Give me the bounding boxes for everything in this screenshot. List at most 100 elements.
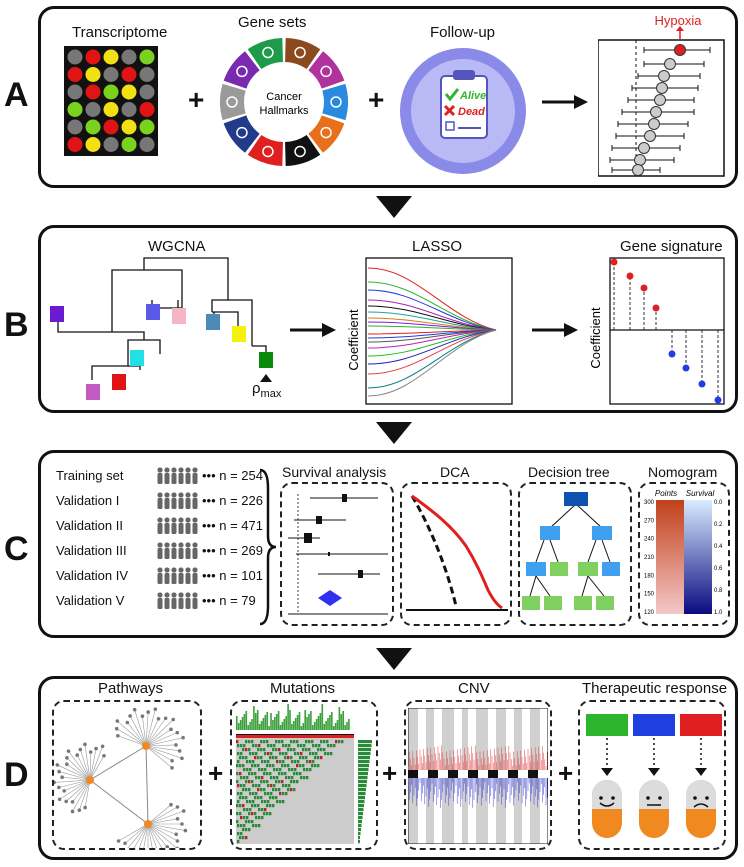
person-body xyxy=(178,598,184,609)
mutation-bar xyxy=(285,716,287,730)
cnv-box xyxy=(404,700,552,850)
mutation-cell xyxy=(245,740,248,744)
mutation-cell xyxy=(278,748,281,752)
mutation-cell xyxy=(237,800,240,804)
heatmap-cell xyxy=(103,84,119,100)
mutation-cell xyxy=(288,768,291,772)
mutation-cell xyxy=(242,764,245,768)
response-group-box xyxy=(633,714,675,736)
mutation-cell xyxy=(299,756,302,760)
network-edge xyxy=(145,709,156,747)
network-node xyxy=(174,832,178,837)
mutation-cell xyxy=(240,776,243,780)
person-body xyxy=(164,498,170,509)
person-head xyxy=(157,517,163,523)
wgcna-dendrogram xyxy=(50,257,273,400)
mutation-bar xyxy=(287,704,289,730)
person-head xyxy=(157,592,163,598)
mutation-cell xyxy=(279,760,282,764)
heatmap-cell xyxy=(139,102,155,117)
panel-letter-b: B xyxy=(4,306,29,344)
network-node xyxy=(83,742,87,747)
mutation-cell xyxy=(251,812,254,816)
mutation-cell xyxy=(255,824,258,828)
mutation-cell xyxy=(264,760,267,764)
network-node xyxy=(64,799,68,804)
network-edge xyxy=(68,750,91,781)
hallmark-segment xyxy=(285,38,321,70)
mutation-cell xyxy=(272,804,275,808)
mutation-cell xyxy=(249,768,252,772)
mutation-cell xyxy=(251,740,254,744)
mutation-cell xyxy=(296,764,299,768)
mutation-cell xyxy=(303,768,306,772)
mutation-cell xyxy=(249,752,252,756)
lasso-label: LASSO xyxy=(412,238,463,255)
mutation-bar xyxy=(275,714,278,730)
network-edge xyxy=(145,718,159,747)
mutation-bar xyxy=(237,723,240,730)
forest-point xyxy=(658,70,670,82)
person-body xyxy=(192,473,198,484)
mutation-cell xyxy=(269,796,272,800)
cohort-name: Validation I xyxy=(56,493,120,508)
mutation-cell xyxy=(252,784,255,788)
mutation-cell xyxy=(275,788,278,792)
network-edge xyxy=(89,746,103,781)
mutation-cell xyxy=(297,752,300,756)
mutation-cell xyxy=(327,744,330,748)
points-axis-label: Points xyxy=(655,489,677,498)
mutation-cell xyxy=(303,776,306,780)
lasso-path xyxy=(367,325,497,331)
lasso-path xyxy=(367,329,497,375)
network-node xyxy=(180,756,184,761)
person-body xyxy=(178,473,184,484)
plus-sign: + xyxy=(368,84,385,115)
mutation-bar xyxy=(334,723,337,730)
mutation-cell xyxy=(272,748,275,752)
mutation-cell xyxy=(252,824,255,828)
mutation-cell xyxy=(237,792,240,796)
mutation-cell xyxy=(245,820,248,824)
person-head xyxy=(185,567,191,573)
mutation-cell xyxy=(243,744,246,748)
heatmap-cell xyxy=(103,49,119,65)
network-node xyxy=(181,809,186,813)
network-node xyxy=(169,727,173,732)
person-body xyxy=(164,473,170,484)
mutation-cell xyxy=(311,740,314,744)
mutation-cell xyxy=(270,752,273,756)
cohort-brace xyxy=(259,468,277,626)
cnv-chromosome-band xyxy=(448,770,458,778)
network-edge xyxy=(147,823,163,848)
wgcna-label: WGCNA xyxy=(148,238,206,255)
network-node xyxy=(181,735,185,740)
person-head xyxy=(171,492,177,498)
mutation-bar xyxy=(340,714,343,730)
people-icon xyxy=(157,592,198,609)
mutation-cell xyxy=(264,792,267,796)
person-head xyxy=(178,542,184,548)
mutation-cell xyxy=(267,792,270,796)
mutation-cell xyxy=(293,788,296,792)
mutation-cell xyxy=(309,768,312,772)
network-edge xyxy=(145,745,173,769)
mutation-cell xyxy=(294,760,297,764)
person-body xyxy=(178,498,184,509)
mutation-bar xyxy=(277,711,280,730)
heatmap-cell xyxy=(85,49,101,65)
person-head xyxy=(178,567,184,573)
mutation-cell xyxy=(257,748,260,752)
mutation-cell xyxy=(248,748,251,752)
mutation-cell xyxy=(282,752,285,756)
mutation-cell xyxy=(248,780,251,784)
mutation-cell xyxy=(248,788,251,792)
person-head xyxy=(171,567,177,573)
forest-point xyxy=(654,94,666,106)
person-head xyxy=(164,567,170,573)
signature-point xyxy=(640,284,648,292)
forest-point xyxy=(638,142,650,154)
network-node xyxy=(70,809,75,814)
person-head xyxy=(171,517,177,523)
heatmap-cell xyxy=(85,67,101,82)
